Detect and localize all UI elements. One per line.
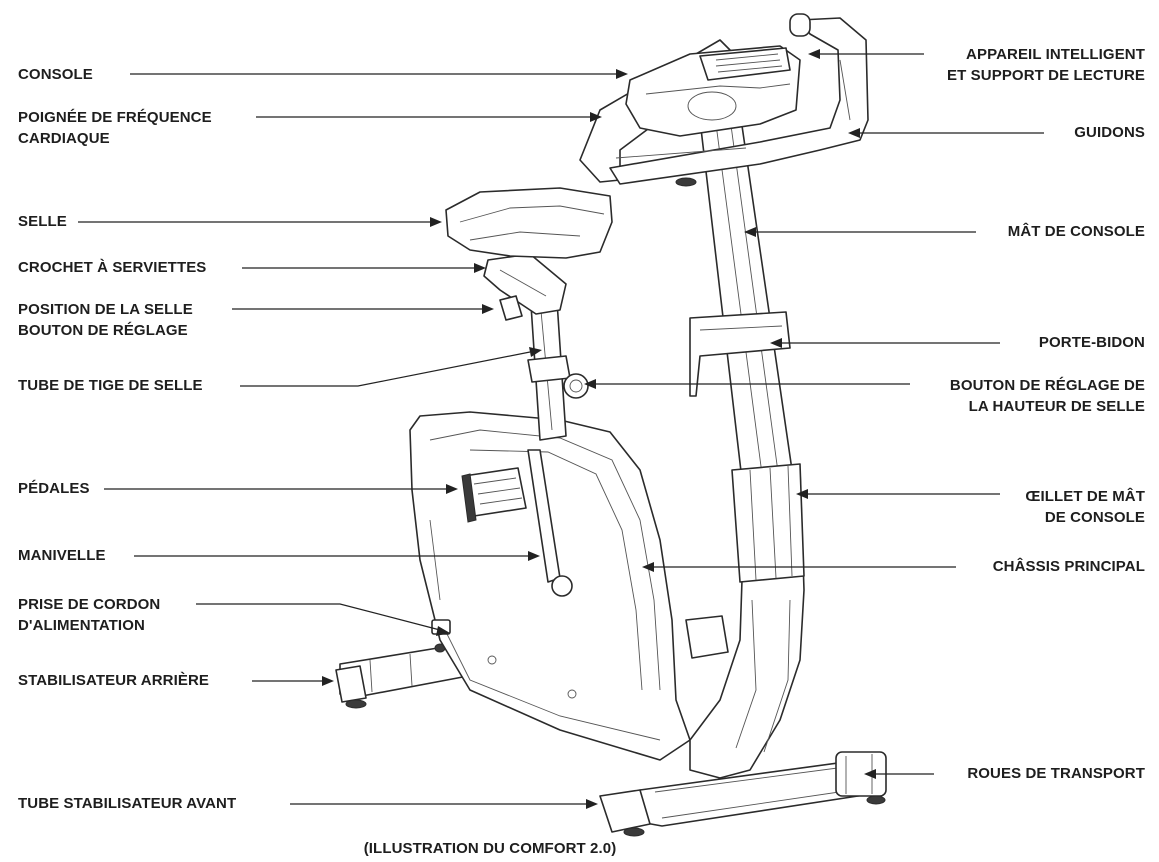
label-rear-stabilizer: STABILISATEUR ARRIÈRE bbox=[18, 672, 209, 689]
label-smart-device-holder: APPAREIL INTELLIGENT ET SUPPORT DE LECTU… bbox=[947, 46, 1145, 84]
label-handlebars: GUIDONS bbox=[1074, 124, 1145, 141]
console-mast-drawing bbox=[689, 111, 805, 583]
crank-pedal-drawing bbox=[461, 449, 729, 659]
label-crank: MANIVELLE bbox=[18, 547, 106, 564]
label-mast-grommet: ŒILLET DE MÂT DE CONSOLE bbox=[1025, 488, 1145, 526]
label-main-frame: CHÂSSIS PRINCIPAL bbox=[992, 558, 1145, 575]
label-console-mast: MÂT DE CONSOLE bbox=[1007, 223, 1145, 240]
rear-stabilizer-drawing bbox=[335, 643, 469, 709]
label-towel-hook: CROCHET À SERVIETTES bbox=[18, 259, 207, 276]
label-bottle-holder: PORTE-BIDON bbox=[1038, 334, 1145, 351]
label-seat-position-knob: POSITION DE LA SELLE BOUTON DE RÉGLAGE bbox=[18, 301, 193, 339]
leader-lines bbox=[78, 49, 1044, 809]
label-pedals: PÉDALES bbox=[18, 480, 90, 497]
label-seat-post-tube: TUBE DE TIGE DE SELLE bbox=[18, 377, 203, 394]
label-front-stabilizer-tube: TUBE STABILISATEUR AVANT bbox=[18, 795, 237, 812]
label-seat-height-knob: BOUTON DE RÉGLAGE DE LA HAUTEUR DE SELLE bbox=[949, 377, 1145, 415]
console-drawing bbox=[625, 45, 801, 137]
seat-assembly-drawing bbox=[445, 187, 613, 441]
figure-caption: (ILLUSTRATION DU COMFORT 2.0) bbox=[363, 840, 617, 857]
label-transport-wheels: ROUES DE TRANSPORT bbox=[967, 765, 1145, 782]
main-frame-drawing bbox=[409, 411, 691, 761]
label-power-cord-socket: PRISE DE CORDON D'ALIMENTATION bbox=[18, 596, 161, 634]
label-heart-rate-grip: POIGNÉE DE FRÉQUENCE CARDIAQUE bbox=[18, 109, 212, 147]
label-console: CONSOLE bbox=[18, 66, 93, 83]
label-seat: SELLE bbox=[18, 213, 67, 230]
